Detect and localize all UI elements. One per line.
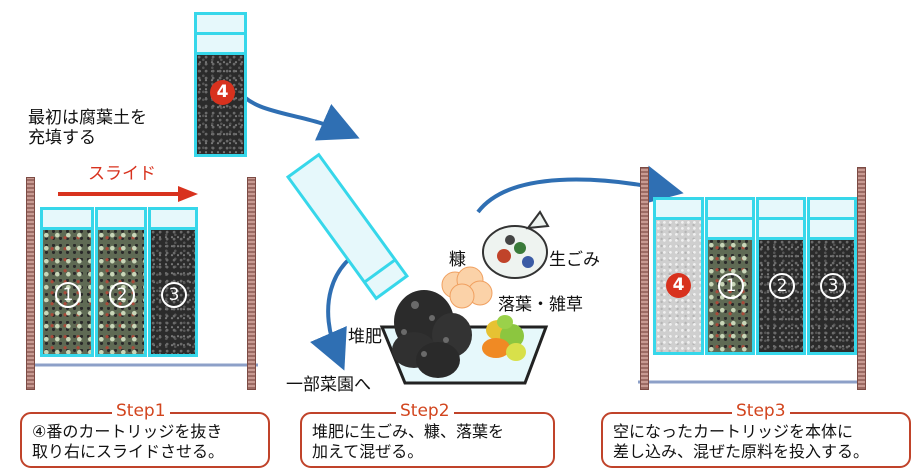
label-rice-bran: 糠 [449, 250, 466, 270]
label-leaves-weeds: 落葉・雑草 [498, 295, 583, 315]
step3-cartridge-4: 4 [653, 197, 704, 355]
label-compost: 堆肥 [348, 327, 382, 347]
step1-cartridge-2: 2 [95, 207, 147, 357]
step1-line1: ④番のカートリッジを抜き [32, 422, 223, 441]
step1-cartridge-3: 3 [148, 207, 198, 357]
step3-cartridge-3: 3 [807, 197, 857, 355]
step2-title: Step2 [396, 401, 454, 421]
cartridge-number-1: 1 [55, 282, 81, 308]
step1-left-post [26, 177, 35, 390]
slide-arrow-head [178, 186, 198, 202]
tilted-cartridge [285, 152, 410, 301]
step1-right-post [247, 177, 256, 390]
kitchen-waste-bag [482, 210, 550, 279]
step2-line2: 加えて混ぜる。 [312, 442, 424, 461]
leaves-pile [482, 315, 526, 361]
arrow-cartridge-to-mixing [236, 88, 360, 141]
slide-label: スライド [88, 164, 156, 184]
intro-label-line1: 最初は腐葉土を [28, 108, 147, 128]
intro-label-line2: 充填する [28, 128, 96, 148]
step3-box: 空になったカートリッジを本体に 差し込み、混ぜた原料を投入する。 [601, 412, 911, 468]
label-to-garden: 一部菜園へ [286, 375, 371, 395]
step3-line1: 空になったカートリッジを本体に [613, 422, 854, 441]
cartridge-number-3: 3 [161, 282, 187, 308]
step1-title: Step1 [112, 401, 170, 421]
cartridge-number-1-step3: 1 [718, 273, 744, 299]
step3-cartridge-2: 2 [756, 197, 806, 355]
cartridge-number-4-step3: 4 [666, 273, 691, 298]
step3-cartridge-1: 1 [705, 197, 755, 355]
cartridge-number-2-step3: 2 [769, 273, 795, 299]
step1-cartridge-1: 1 [40, 207, 94, 357]
step3-right-post [857, 167, 866, 390]
step3-left-post [640, 167, 649, 390]
rice-bran-cloud [441, 266, 493, 309]
cartridge-4-top: 4 [194, 12, 247, 157]
cartridge-number-3-step3: 3 [820, 273, 846, 299]
label-kitchen-waste: 生ごみ [549, 250, 600, 270]
step2-line1: 堆肥に生ごみ、糠、落葉を [312, 422, 505, 441]
step3-line2: 差し込み、混ぜた原料を投入する。 [613, 442, 870, 461]
step1-line2: 取り右にスライドさせる。 [32, 442, 225, 461]
cartridge-number-4-top: 4 [210, 80, 235, 105]
cartridge-number-2: 2 [109, 282, 135, 308]
step3-title: Step3 [732, 401, 790, 421]
compost-pile [392, 290, 472, 378]
